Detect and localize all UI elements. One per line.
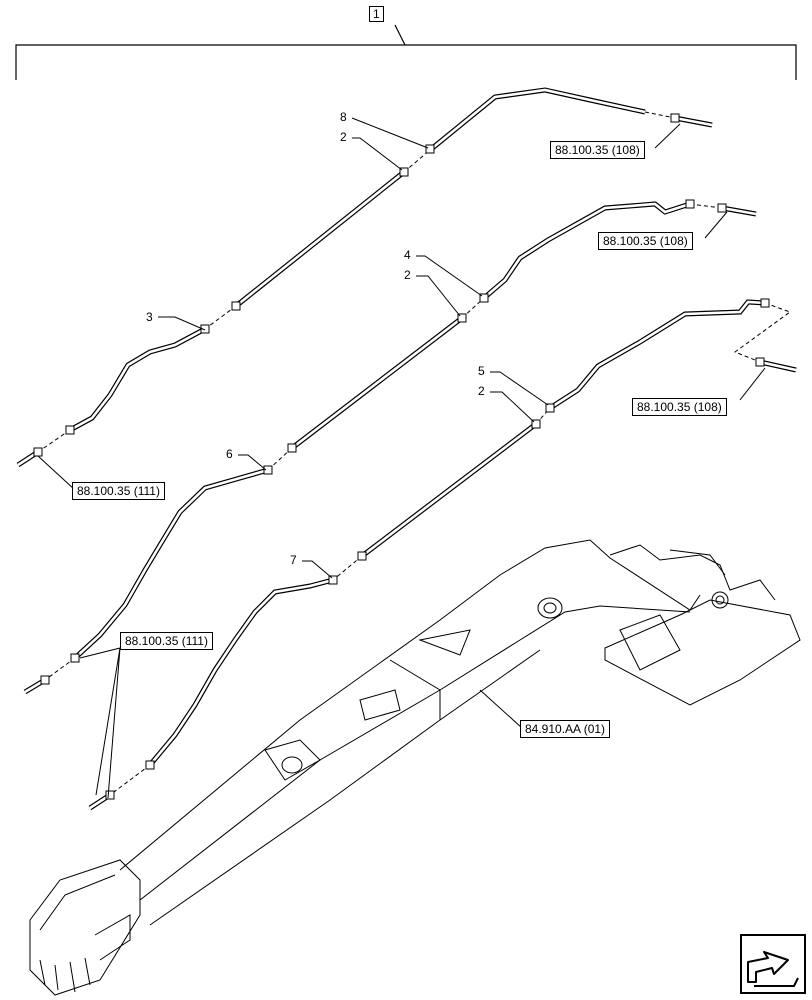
next-page-arrow-icon[interactable]: [740, 934, 806, 994]
callout-item-7: 7: [290, 553, 297, 567]
callout-item-2-middle: 2: [404, 268, 411, 282]
boom-arm: [29, 539, 801, 996]
callout-item-3: 3: [146, 310, 153, 324]
callout-item-2-upper: 2: [340, 130, 347, 144]
pipe-set-b: [23, 199, 757, 695]
reference-link-111-b[interactable]: 88.100.35 (111): [120, 632, 213, 650]
leader-lines: [37, 117, 766, 799]
reference-link-108-b[interactable]: 88.100.35 (108): [598, 232, 693, 250]
callout-item-6: 6: [226, 447, 233, 461]
callout-item-2-lower: 2: [478, 384, 485, 398]
reference-link-boom[interactable]: 84.910.AA (01): [520, 720, 611, 738]
pipe-set-c: [88, 298, 797, 811]
callout-item-4: 4: [404, 248, 411, 262]
assembly-bracket: [15, 24, 797, 80]
pipe-set-a: [16, 87, 713, 468]
reference-link-108-c[interactable]: 88.100.35 (108): [632, 398, 727, 416]
callout-item-8: 8: [340, 110, 347, 124]
reference-link-111-a[interactable]: 88.100.35 (111): [72, 482, 165, 500]
assembly-number-box: 1: [369, 6, 384, 22]
callout-item-5: 5: [478, 364, 485, 378]
reference-link-108-a[interactable]: 88.100.35 (108): [550, 141, 645, 159]
